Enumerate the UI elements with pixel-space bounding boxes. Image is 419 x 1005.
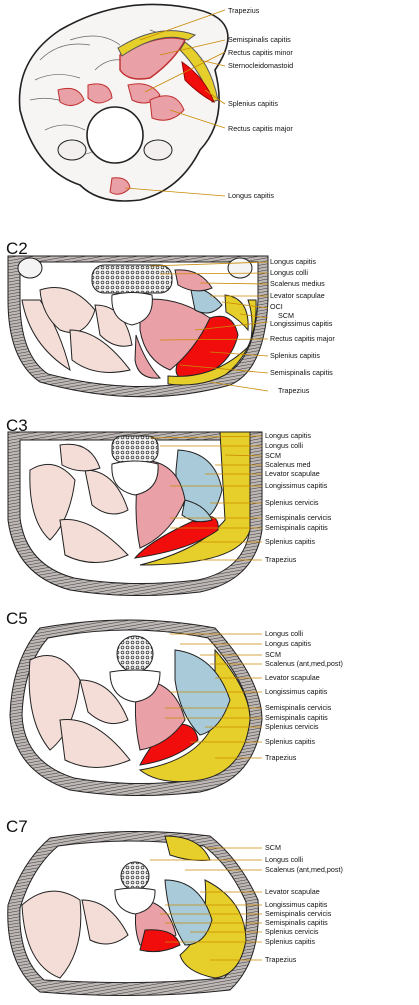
c3-label-1: Longus colli (265, 441, 303, 450)
c3-label-6: Splenius cervicis (265, 498, 319, 507)
panel-1-label-4: Splenius capitis (228, 99, 278, 108)
occipital-condyle-right (143, 139, 173, 161)
c2-trapezius (167, 299, 257, 386)
panel-1-label-5: Rectus capitis major (228, 124, 293, 133)
c2-scm (224, 294, 249, 332)
c7-label-4: Longissimus capitis (265, 900, 328, 909)
c2-label-7: Rectus capitis major (270, 334, 335, 343)
c7-label-8: Splenius capitis (265, 937, 315, 946)
c2-label-3: Levator scapulae (270, 291, 325, 300)
c7-label-6: Semispinalis capitis (265, 918, 328, 927)
c3-label-9: Splenius capitis (265, 537, 315, 546)
occipital-bone (18, 3, 229, 202)
c5-label-6: Semispinalis cervicis (265, 703, 332, 712)
c5-title: C5 (6, 609, 28, 628)
c3-label-2: SCM (265, 451, 281, 460)
c3-splenius-capitis (133, 516, 219, 559)
c3-label-4: Levator scapulae (265, 469, 320, 478)
c7-label-7: Splenius cervicis (265, 927, 319, 936)
leader-lines-c7 (150, 847, 262, 961)
c2-vertebra (91, 264, 173, 294)
muscle-attachment-rectus-major (149, 95, 185, 121)
c3-label-7: Semispinalis cervicis (265, 513, 332, 522)
c5-label-9: Splenius capitis (265, 737, 315, 746)
c3-label-3: Scalenus med (265, 460, 311, 469)
leader-lines-panel-1 (124, 9, 226, 197)
muscle-attachment-left-a (87, 83, 113, 104)
c7-label-3: Levator scapulae (265, 887, 320, 896)
panel-1-label-1: Semispinalis capitis (228, 35, 291, 44)
c2-splenius-capitis (175, 315, 239, 380)
c2-label-1: Longus colli (270, 268, 308, 277)
muscle-attachment-trapezius (117, 30, 197, 57)
c7-label-9: Trapezius (265, 955, 297, 964)
c2-label-4: OCI (270, 302, 283, 311)
c3-panel: C3 Longus capitis Longus colli SCM Scale… (6, 416, 332, 597)
c3-vertebra (111, 435, 159, 463)
c3-label-10: Trapezius (265, 555, 297, 564)
c7-vertebra (120, 861, 150, 891)
occipital-condyle-left (57, 139, 87, 161)
panel-1-label-3: Sternocleidomastoid (228, 61, 293, 70)
panel-1-label-2: Rectus capitis minor (228, 48, 293, 57)
c5-label-7: Semispinalis capitis (265, 713, 328, 722)
c3-label-5: Longissimus capitis (265, 481, 328, 490)
c5-label-10: Trapezius (265, 753, 297, 762)
foramen-magnum (86, 106, 144, 164)
c7-label-2: Scalenus (ant,med,post) (265, 865, 343, 874)
c3-label-0: Longus capitis (265, 431, 311, 440)
leader-lines-c2 (149, 261, 269, 392)
c2-label-9: Semispinalis capitis (270, 368, 333, 377)
c5-vertebra (116, 635, 154, 673)
skull-base-panel: Trapezius Semispinalis capitis Rectus ca… (18, 3, 293, 202)
c5-label-2: SCM (265, 650, 281, 659)
c5-label-3: Scalenus (ant,med,post) (265, 659, 343, 668)
leader-lines-c5 (165, 633, 262, 759)
c2-title: C2 (6, 239, 28, 258)
leader-lines-c3 (149, 435, 263, 561)
c2-ear-left (17, 257, 43, 279)
c5-label-1: Longus capitis (265, 639, 311, 648)
c2-label-6: Longissimus capitis (270, 319, 333, 328)
c7-label-0: SCM (265, 843, 281, 852)
panel-1-label-0: Trapezius (228, 6, 260, 15)
c2-label-2: Scalenus medius (270, 279, 325, 288)
c2-panel: C2 Longus capitis Longus colli Scalenus … (6, 239, 335, 398)
c5-panel: C5 Longus colli Longus capitis SCM Scale… (6, 609, 343, 797)
c7-title: C7 (6, 817, 28, 836)
c7-label-1: Longus colli (265, 855, 303, 864)
c7-splenius-capitis (139, 929, 181, 953)
c5-label-5: Longissimus capitis (265, 687, 328, 696)
c2-label-0: Longus capitis (270, 257, 316, 266)
c2-label-10: Trapezius (278, 386, 310, 395)
c7-panel: C7 SCM Longus colli Scalenus (ant,med,po… (6, 817, 343, 997)
c2-ear-right (227, 257, 253, 279)
muscle-attachment-left-b (57, 87, 85, 106)
c5-label-4: Levator scapulae (265, 673, 320, 682)
muscle-attachment-sternocleidomastoid (179, 41, 219, 103)
c3-title: C3 (6, 416, 28, 435)
c5-label-0: Longus colli (265, 629, 303, 638)
c7-label-5: Semispinalis cervicis (265, 909, 332, 918)
c5-label-8: Splenius cervicis (265, 722, 319, 731)
muscle-attachment-splenius (181, 60, 215, 104)
panel-1-label-6: Longus capitis (228, 191, 274, 200)
c2-label-5: SCM (278, 311, 294, 320)
c2-label-8: Splenius capitis (270, 351, 320, 360)
c3-label-8: Semispinalis capitis (265, 523, 328, 532)
